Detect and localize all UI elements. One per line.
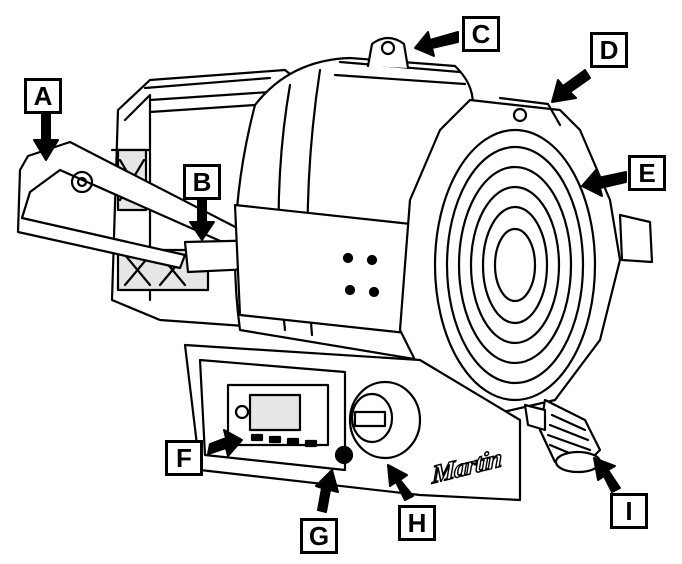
arrow-f [207,429,243,457]
top-ring-lug [366,36,410,70]
arrow-e [581,169,627,197]
arrow-a [33,109,59,161]
arrow-c [414,31,459,57]
callout-label-e: E [628,155,666,191]
arrow-b [189,197,215,241]
yoke [16,140,247,270]
callout-label-b: B [183,164,221,200]
callout-label-f: F [165,440,203,476]
front-lens-assembly [398,96,622,417]
side-plate [233,203,427,337]
arrow-d [551,69,591,103]
pan-lock-handle [523,398,602,474]
callout-label-h: H [398,505,436,541]
focus-knob [348,380,422,460]
callout-label-a: A [24,78,62,114]
arrow-h [387,464,414,501]
callout-label-c: C [462,16,500,52]
callout-label-g: G [300,518,338,554]
callout-label-i: I [610,493,648,529]
callout-arrows [33,31,627,513]
arrow-g [315,469,339,513]
arrow-i [593,457,621,493]
callout-label-d: D [590,32,628,68]
accessory-slot [618,213,654,264]
